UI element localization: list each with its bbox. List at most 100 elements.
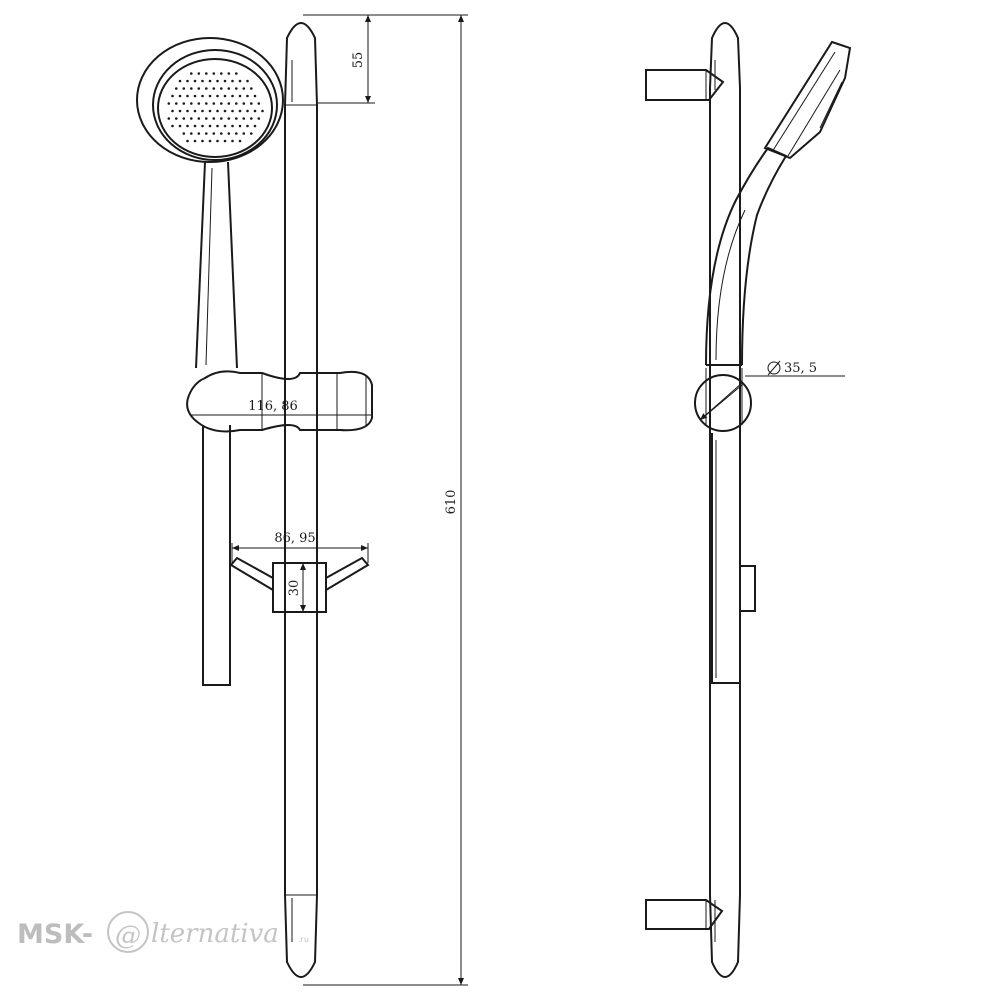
nozzle-dot [238,94,242,98]
nozzle-dot [220,102,223,105]
nozzle-dot [216,139,219,143]
nozzle-dot [208,139,212,143]
nozzle-dot [186,124,189,128]
nozzle-dot [186,139,189,143]
nozzle-dot [182,117,186,120]
dimension-holder-width: 116, 86 [190,399,372,416]
nozzle-dot [238,139,242,143]
nozzle-dot [231,94,234,98]
nozzle-dot [171,124,174,128]
nozzle-dot [238,124,242,128]
side-top-wall-mount [645,69,725,101]
nozzle-dot [193,139,197,143]
nozzle-dot [223,124,227,128]
nozzle-dot [190,132,193,135]
nozzle-dot [205,132,208,135]
label-bracket-height: 30 [287,580,302,597]
nozzle-dot [175,102,178,105]
nozzle-dot [193,109,197,113]
nozzle-dot [220,87,223,90]
nozzle-dot [190,72,193,75]
nozzle-dot [231,124,234,128]
nozzle-dot [182,132,186,135]
nozzle-dot [242,87,246,90]
nozzle-dot [186,79,189,83]
front-shower-handle [195,161,238,686]
nozzle-dot [253,94,257,98]
watermark-suffix: .ru [298,935,309,944]
nozzle-dot [178,79,182,83]
nozzle-dot [212,87,216,90]
nozzle-dot [246,79,249,83]
dimension-top-offset: 55 [303,14,375,104]
nozzle-dot [235,87,238,90]
nozzle-dot [231,139,234,143]
nozzle-dot [227,132,231,135]
nozzle-dot [220,72,223,75]
side-holder-ring [694,368,752,432]
nozzle-dot [250,132,253,135]
nozzle-dot [167,117,171,120]
watermark-brand: lternativa [151,919,279,949]
nozzle-dot [216,124,219,128]
nozzle-dot [171,109,174,113]
front-shower-head [136,37,284,163]
nozzle-dot [238,109,242,113]
nozzle-dot [175,87,178,90]
nozzle-dot [205,72,208,75]
nozzle-dot [186,94,189,98]
nozzle-dot [193,79,197,83]
nozzle-dot [238,79,242,83]
nozzle-dot [197,132,201,135]
dimension-bracket-width: 86, 95 [231,531,369,563]
nozzle-dot [227,72,231,75]
side-slide-rail [709,22,741,978]
side-view: 35, 5 [645,22,852,978]
nozzle-dot [250,102,253,105]
nozzle-dot [197,117,201,120]
nozzle-dot [253,109,257,113]
nozzle-dot [261,109,264,113]
nozzle-dot [250,87,253,90]
dimension-bracket-height: 30 [287,563,306,612]
nozzle-dot [212,102,216,105]
nozzle-dot [171,94,174,98]
side-shower-head [763,40,852,160]
nozzle-dot [231,109,234,113]
nozzle-dot [223,109,227,113]
nozzle-dot [220,117,223,120]
brand-watermark: MSK- @ lternativa .ru [17,911,309,953]
nozzle-dot [178,124,182,128]
nozzle-dot [205,102,208,105]
watermark-at-icon: @ [115,921,141,951]
nozzle-dot [197,87,201,90]
watermark-prefix: MSK- [17,919,93,950]
nozzle-dot [227,102,231,105]
nozzle-dot [208,109,212,113]
nozzle-dot [208,124,212,128]
side-handle-lower [711,433,756,684]
side-shower-handle [705,146,788,366]
nozzle-dot [246,124,249,128]
nozzle-dot [197,102,201,105]
label-total-length: 610 [444,490,459,515]
nozzle-dot [223,79,227,83]
nozzle-dot [190,102,193,105]
nozzle-dot [190,117,193,120]
nozzle-dot [201,124,204,128]
nozzle-dot [201,94,204,98]
nozzle-pattern [167,72,264,143]
nozzle-dot [246,94,249,98]
dimension-total-length: 610 [303,14,468,986]
nozzle-dot [227,87,231,90]
label-bracket-width: 86, 95 [274,531,315,546]
nozzle-dot [242,132,246,135]
label-holder-width: 116, 86 [248,399,298,414]
nozzle-dot [167,102,171,105]
nozzle-dot [212,72,216,75]
nozzle-dot [175,117,178,120]
nozzle-dot [197,72,201,75]
side-bottom-wall-mount [645,899,724,930]
nozzle-dot [235,72,238,75]
